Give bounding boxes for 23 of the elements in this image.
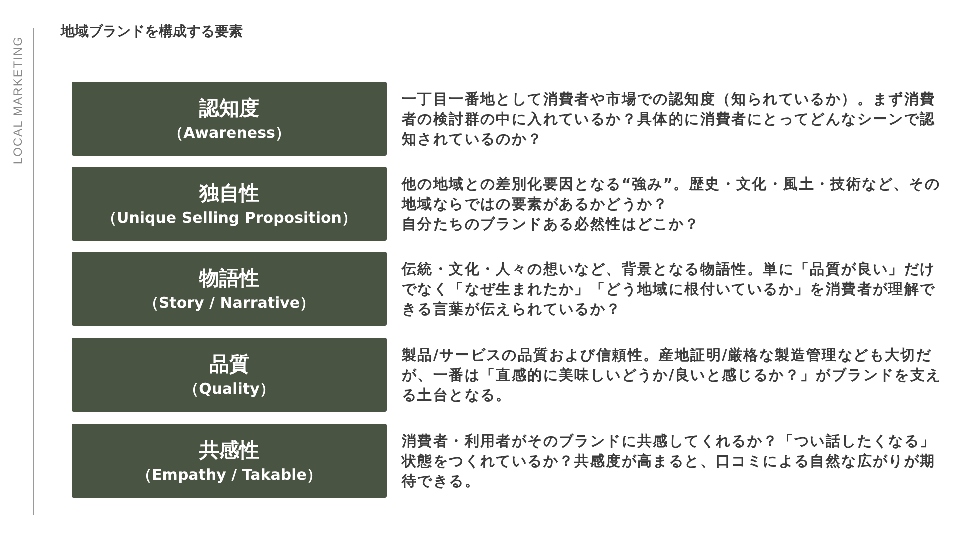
element-card — [72, 167, 387, 241]
element-description: 他の地域との差別化要因となる“強み”。歴史・文化・風土・技術など、その地域ならではの要素があるかどうか？ — [402, 176, 942, 215]
element-description: 一丁目一番地として消費者や市場での認知度（知られているか）。まず消費者の検討群の中に入れているか？具体的に消費者にとってどんなシーンで認知されているのか？ — [402, 90, 937, 150]
element-subtitle: （Quality） — [184, 378, 275, 400]
side-label: LOCAL MARKETING — [11, 36, 25, 165]
element-subtitle: （Empathy / Takable） — [137, 464, 322, 486]
element-subtitle: （Story / Narrative） — [144, 292, 316, 314]
element-description: 消費者・利用者がそのブランドに共感してくれるか？「つい話したくなる」状態をつくれているか？共感度が高まると、口コミによる自然な広がりが期待できる。 — [402, 432, 937, 492]
page-title: 地域ブランドを構成する要素 — [61, 23, 243, 41]
element-title: 認知度 — [200, 94, 260, 122]
element-description: 製品/サービスの品質および信頼性。産地証明/厳格な製造管理なども大切だが、一番は「直感的に美味しいどうか/良いと感じるか？」がブランドを支える土台となる。 — [402, 346, 943, 406]
element-description: 伝統・文化・人々の想いなど、背景となる物語性。単に「品質が良い」だけでなく「なぜ生まれたか」「どう地域に根付いているか」を消費者が理解できる言葉が伝えられているか？ — [402, 260, 937, 320]
element-title: 品質 — [210, 350, 250, 378]
element-subtitle: （Awareness） — [168, 122, 290, 144]
element-title: 共感性 — [200, 436, 260, 464]
element-description: 自分たちのブランドある必然性はどこか？ — [402, 216, 702, 235]
element-card — [72, 252, 387, 326]
element-card — [72, 338, 387, 412]
element-title: 独自性 — [200, 180, 260, 206]
element-card — [72, 424, 387, 498]
element-subtitle: （Unique Selling Proposition） — [102, 208, 357, 228]
element-title: 物語性 — [200, 264, 260, 292]
element-card — [72, 82, 387, 156]
